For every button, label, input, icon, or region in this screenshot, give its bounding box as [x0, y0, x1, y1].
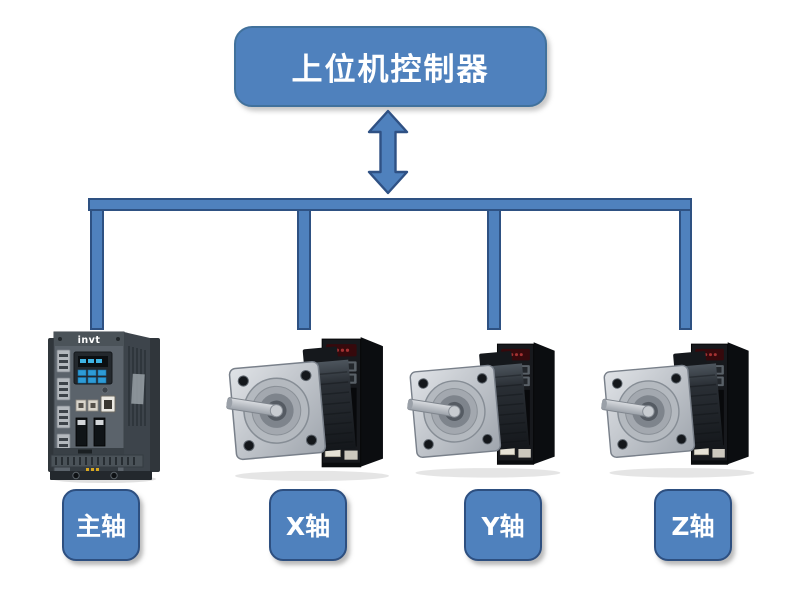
bidirectional-arrow-svg — [367, 109, 409, 195]
bus-drop-line-y — [487, 202, 501, 330]
bus-line — [88, 198, 692, 211]
host-controller-node: 上位机控制器 — [234, 26, 547, 107]
axis-label-y: Y轴 — [464, 489, 542, 561]
bidirectional-arrow-icon — [366, 109, 410, 195]
axis-label-x-text: X轴 — [285, 512, 331, 541]
axis-label-spindle: 主轴 — [62, 489, 140, 561]
axis-label-y-text: Y轴 — [481, 512, 525, 541]
servo-motor-image-x — [222, 336, 390, 482]
axis-label-x: X轴 — [269, 489, 347, 561]
bus-drop-line-x — [297, 202, 311, 330]
bus-drop-line-spindle — [90, 202, 104, 330]
axis-label-z-text: Z轴 — [671, 512, 715, 541]
spindle-inverter-drive-image: invt — [48, 331, 160, 483]
axis-label-spindle-text: 主轴 — [75, 512, 126, 541]
invt-logo-text: invt — [78, 335, 101, 346]
servo-motor-image-y — [404, 341, 562, 479]
bus-drop-line-z — [679, 202, 692, 330]
servo-motor-image-z — [598, 341, 756, 479]
axis-label-z: Z轴 — [654, 489, 732, 561]
host-controller-label: 上位机控制器 — [291, 52, 490, 88]
